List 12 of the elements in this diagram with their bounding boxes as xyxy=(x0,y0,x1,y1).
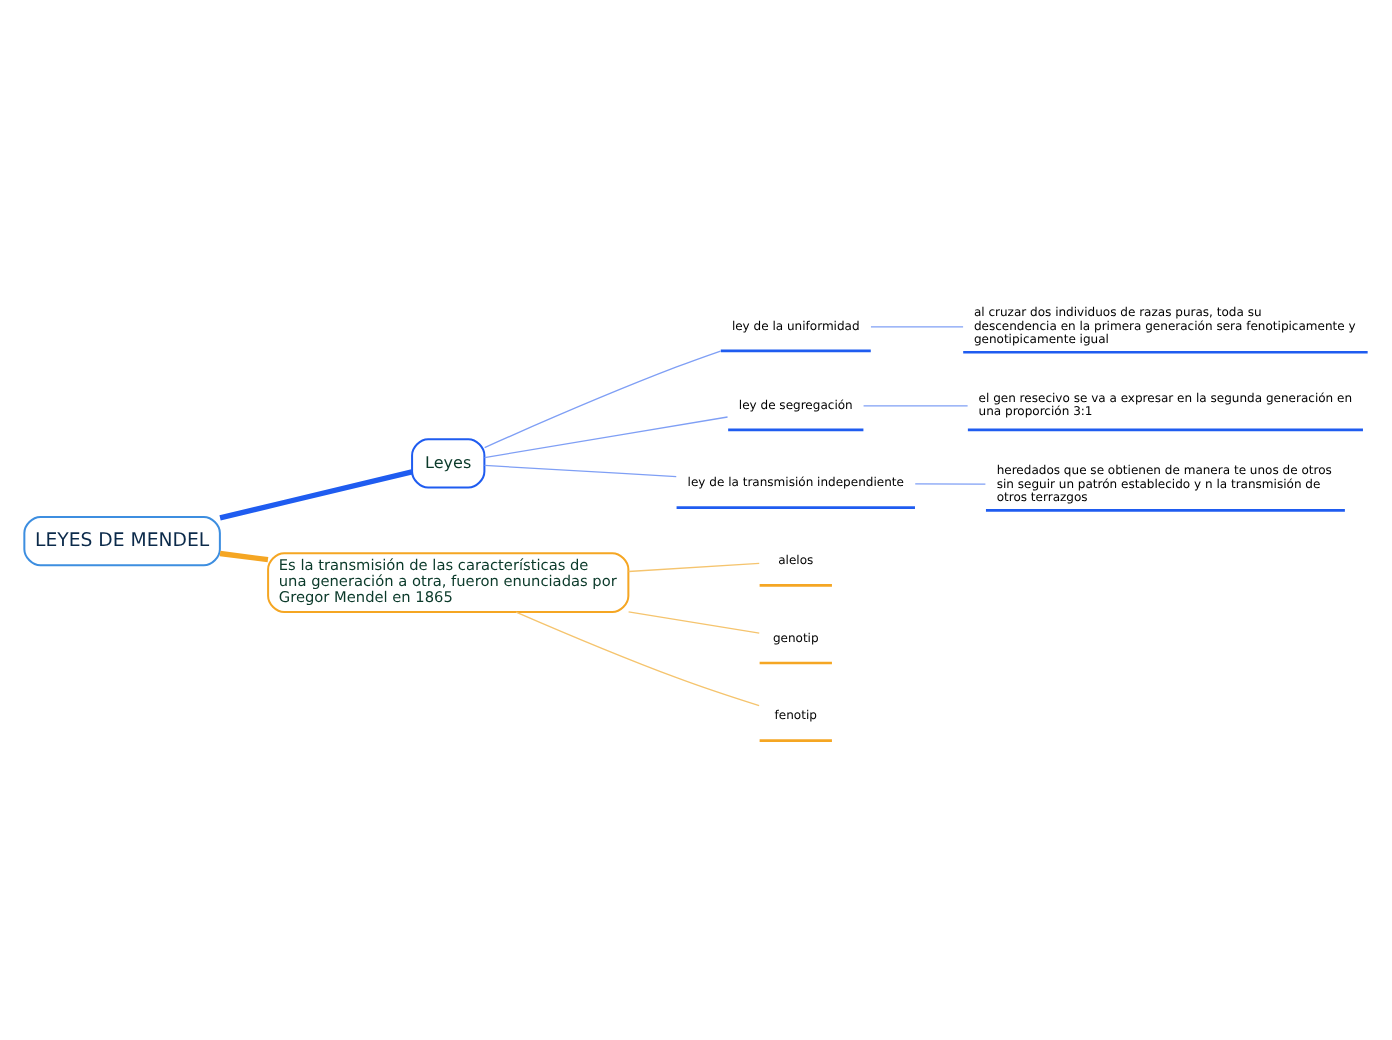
connector xyxy=(870,325,964,327)
connector xyxy=(483,349,722,448)
connector xyxy=(627,561,760,572)
connector xyxy=(627,610,760,633)
connector xyxy=(515,610,760,706)
node-box: LEYES DE MENDEL xyxy=(23,514,221,566)
connector xyxy=(219,549,269,562)
connector xyxy=(219,468,413,520)
connector xyxy=(862,404,969,406)
connector xyxy=(483,463,677,477)
connector xyxy=(483,415,729,458)
connector xyxy=(914,482,987,484)
